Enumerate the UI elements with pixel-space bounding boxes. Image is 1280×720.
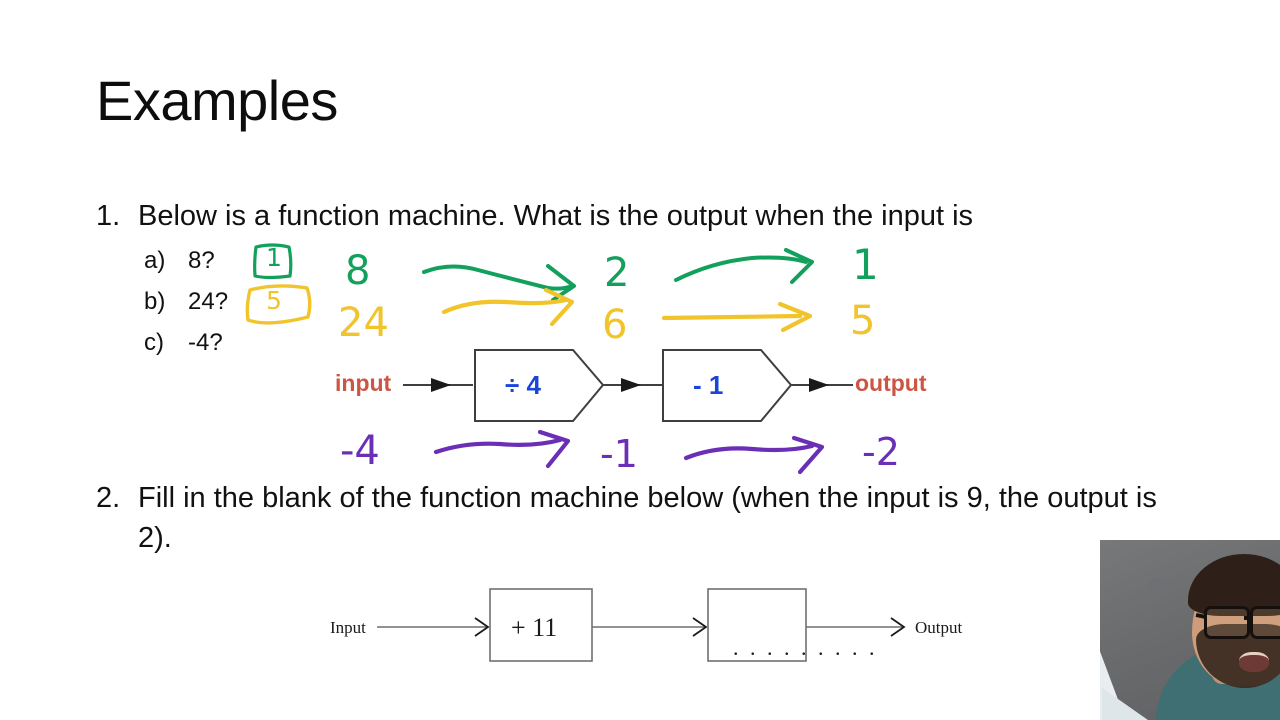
function-machine-2: Input Output + 11 . . . . . . . . . [325,583,985,673]
green-answer-box-a [253,243,293,280]
sublist-marker-c: c) [144,328,164,356]
arrowhead-icon [621,378,641,392]
wall-spot [1148,578,1170,594]
arrowhead-icon [692,617,708,637]
sublist-item-b: b) 24? [144,281,228,322]
machine-2-box-2-blank-dots: . . . . . . . . . [733,635,878,660]
sublist-label-a: 8? [188,246,215,274]
question-2-text: Fill in the blank of the function machin… [138,482,1157,554]
webcam-overlay[interactable] [1100,540,1280,720]
question-1-sublist: a) 8? b) 24? c) -4? [144,240,228,363]
machine-2-box-2-shape [707,588,807,662]
yellow-answer-box-b [245,284,312,325]
question-1-text: Below is a function machine. What is the… [138,200,974,232]
machine-1-output-label: output [855,370,927,396]
machine-box-1-shape [474,349,605,422]
yellow-end-value: 5 [850,298,876,344]
function-machine-1: input output ÷ 4 - 1 [325,345,965,445]
presenter-mouth [1239,652,1269,672]
sublist-item-a: a) 8? [144,240,228,281]
question-1: 1. Below is a function machine. What is … [96,196,1216,236]
green-start-value: 8 [345,248,371,294]
machine-1-box-2-text: - 1 [693,370,724,400]
machine-1-input-label: input [335,370,392,396]
sublist-label-c: -4? [188,328,223,356]
machine-2-box-1-text: + 11 [511,613,558,642]
question-2: 2. Fill in the blank of the function mac… [96,478,1216,558]
machine-2-box-1-shape [489,588,593,662]
function-machine-1-graphics [403,349,853,422]
arrowhead-icon [431,378,451,392]
arrowhead-icon [890,617,906,637]
machine-2-output-label: Output [915,618,963,637]
green-arrow-2 [674,248,814,284]
glasses-left-lens-icon [1204,606,1250,639]
glasses-right-lens-icon [1250,606,1280,639]
yellow-answer-b-value: 5 [266,286,282,315]
arrowhead-icon [809,378,829,392]
sublist-item-c: c) -4? [144,322,228,363]
page-title: Examples [96,69,338,132]
yellow-middle-value: 6 [602,302,628,348]
yellow-start-value: 24 [338,300,389,346]
question-2-number: 2. [96,482,121,514]
sublist-label-b: 24? [188,287,229,315]
green-end-value: 1 [852,240,879,289]
arrowhead-icon [474,617,490,637]
machine-box-2-shape [662,349,793,422]
yellow-arrow-2 [661,301,813,333]
glasses-bridge-icon [1244,616,1252,620]
green-middle-value: 2 [604,250,630,296]
function-machine-2-graphics [377,588,906,662]
yellow-arrow-1 [441,287,575,327]
machine-2-input-label: Input [330,618,366,637]
sublist-marker-a: a) [144,246,166,274]
question-1-number: 1. [96,200,121,232]
green-answer-a-value: 1 [266,243,282,272]
sublist-marker-b: b) [144,287,166,315]
machine-1-box-1-text: ÷ 4 [505,370,541,400]
green-arrow-1 [422,264,576,302]
